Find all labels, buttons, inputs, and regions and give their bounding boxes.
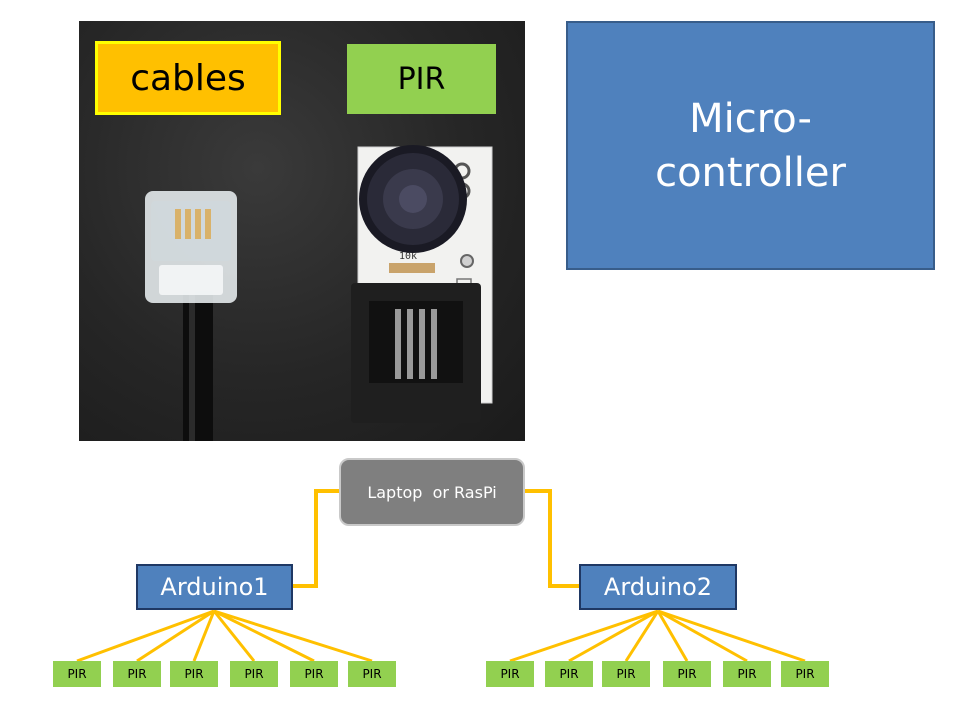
- rj-jack: [351, 283, 481, 423]
- arduino2-sensor-link-5: [657, 609, 748, 663]
- cable-wire: [183, 291, 213, 441]
- arduino1-pir-sensor-2: PIR: [113, 661, 161, 687]
- arduino1-pir-sensor-1: PIR: [53, 661, 101, 687]
- hub-to-arduino2-connector: [525, 489, 579, 588]
- arduino2-pir-sensor-1: PIR: [486, 661, 534, 687]
- microcontroller-box: Micro- controller: [566, 21, 935, 270]
- arduino1-sensor-link-6: [213, 609, 373, 663]
- arduino2-node: Arduino2: [579, 564, 737, 610]
- pir-dome: [359, 145, 467, 253]
- arduino2-sensor-link-1: [509, 609, 659, 663]
- arduino2-pir-sensor-6: PIR: [781, 661, 829, 687]
- arduino1-sensor-link-3: [192, 610, 216, 662]
- arduino1-sensor-link-5: [213, 609, 315, 663]
- microcontroller-line2: controller: [655, 149, 846, 196]
- hub-to-arduino1-connector: [293, 489, 339, 588]
- rj-plug: [145, 191, 237, 303]
- arduino2-pir-sensor-4: PIR: [663, 661, 711, 687]
- arduino1-sensor-link-1: [76, 609, 215, 663]
- arduino2-sensor-link-3: [624, 610, 660, 662]
- cable-highlight: [189, 291, 195, 441]
- hub-node: Laptop or RasPi: [339, 458, 525, 526]
- cables-label: cables: [95, 41, 281, 115]
- pir-photo-label: PIR: [347, 44, 496, 114]
- arduino2-sensor-link-4: [656, 610, 689, 662]
- arduino1-pir-sensor-5: PIR: [290, 661, 338, 687]
- arduino2-pir-sensor-3: PIR: [602, 661, 650, 687]
- arduino1-sensor-link-2: [136, 609, 215, 663]
- arduino2-sensor-link-2: [568, 609, 659, 663]
- arduino1-pir-sensor-6: PIR: [348, 661, 396, 687]
- arduino1-node: Arduino1: [136, 564, 293, 610]
- arduino1-pir-sensor-4: PIR: [230, 661, 278, 687]
- arduino1-pir-sensor-3: PIR: [170, 661, 218, 687]
- arduino2-pir-sensor-5: PIR: [723, 661, 771, 687]
- photo-illustration: 10k: [145, 145, 493, 441]
- arduino2-sensor-link-6: [657, 609, 806, 663]
- microcontroller-line1: Micro-: [689, 95, 812, 142]
- arduino2-pir-sensor-2: PIR: [545, 661, 593, 687]
- pcb-resistor-text: 10k: [399, 251, 417, 262]
- arduino1-sensor-link-4: [212, 610, 256, 662]
